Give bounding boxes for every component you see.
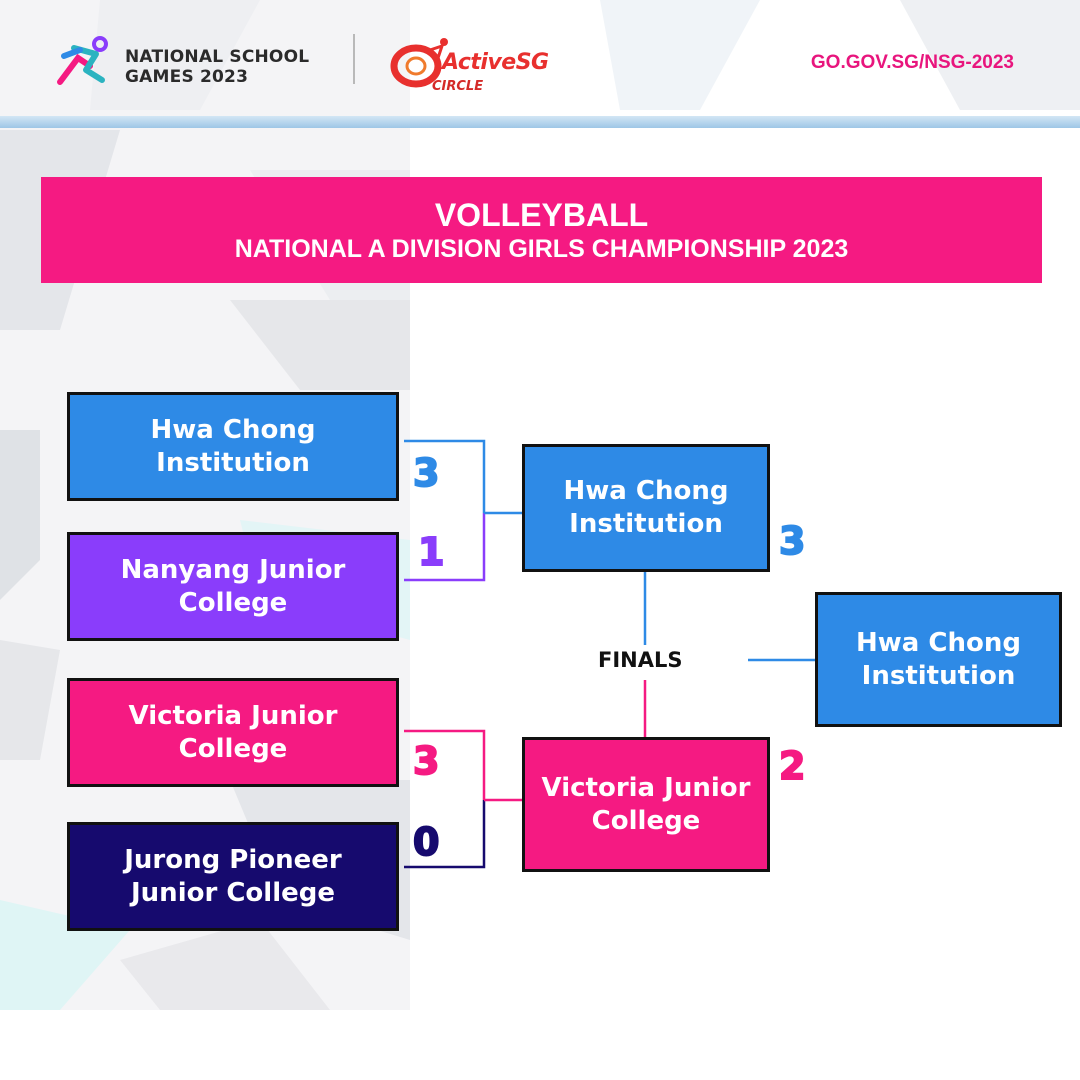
team-name: Hwa Chong Institution bbox=[150, 414, 316, 478]
nsg-wordmark: NATIONAL SCHOOL GAMES 2023 bbox=[125, 47, 309, 87]
semi-team-box: Nanyang Junior College bbox=[67, 532, 399, 641]
final-score: 3 bbox=[778, 518, 806, 564]
team-name: Nanyang Junior College bbox=[120, 554, 346, 618]
nsg-line-1: NATIONAL SCHOOL bbox=[125, 47, 310, 67]
connector-semi-3 bbox=[404, 729, 486, 800]
sport-title: VOLLEYBALL bbox=[434, 197, 649, 233]
semi-team-box: Victoria Junior College bbox=[67, 678, 399, 787]
nsg-url-link[interactable]: GO.GOV.SG/NSG-2023 bbox=[810, 52, 1014, 73]
final-score: 2 bbox=[778, 743, 806, 789]
semi-score: 0 bbox=[412, 819, 440, 865]
title-banner: VOLLEYBALL NATIONAL A DIVISION GIRLS CHA… bbox=[41, 177, 1042, 283]
connector-semi-2 bbox=[404, 513, 486, 582]
semi-score: 3 bbox=[412, 738, 440, 784]
team-name: Hwa Chong Institution bbox=[856, 627, 1021, 691]
team-name: Victoria Junior College bbox=[128, 700, 338, 764]
finalist-team-box: Hwa Chong Institution bbox=[522, 444, 770, 572]
nsg-line-2: GAMES 2023 bbox=[125, 67, 249, 87]
finalist-team-box: Victoria Junior College bbox=[522, 737, 770, 872]
semi-score: 3 bbox=[412, 450, 440, 496]
champion-team-box: Hwa Chong Institution bbox=[815, 592, 1062, 727]
header-accent-band bbox=[0, 116, 1080, 128]
activesg-wordmark: ActiveSG bbox=[442, 50, 549, 75]
connector-semi-4 bbox=[404, 800, 486, 869]
connector-semi-1 bbox=[404, 439, 486, 513]
team-name: Hwa Chong Institution bbox=[563, 476, 729, 539]
championship-title: NATIONAL A DIVISION GIRLS CHAMPIONSHIP 2… bbox=[234, 235, 849, 263]
team-name: Jurong Pioneer Junior College bbox=[124, 844, 342, 908]
finals-label: FINALS bbox=[596, 648, 685, 672]
header-divider bbox=[353, 34, 355, 84]
activesg-subtitle: CIRCLE bbox=[432, 79, 484, 94]
nsg-logo-icon bbox=[57, 36, 108, 85]
team-name: Victoria Junior College bbox=[541, 772, 751, 836]
semi-team-box: Hwa Chong Institution bbox=[67, 392, 399, 501]
header-bar: NATIONAL SCHOOL GAMES 2023 ActiveSG CIRC… bbox=[0, 0, 1080, 118]
activesg-logo-icon bbox=[390, 38, 448, 88]
semi-team-box: Jurong Pioneer Junior College bbox=[67, 822, 399, 931]
semi-score: 1 bbox=[417, 529, 445, 575]
